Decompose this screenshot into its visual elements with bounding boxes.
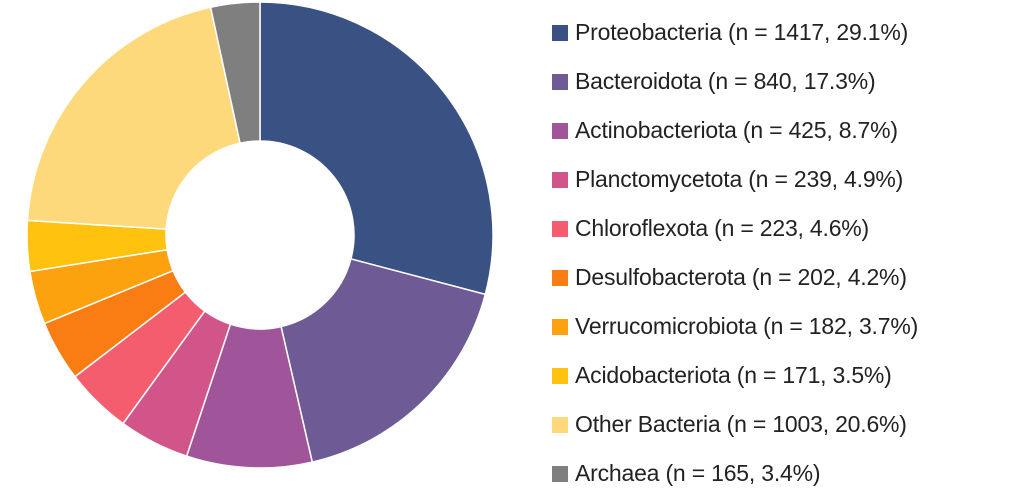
legend-label: Verrucomicrobiota (n = 182, 3.7%) <box>575 313 919 339</box>
legend-label: Chloroflexota (n = 223, 4.6%) <box>575 215 870 241</box>
slice-8 <box>26 6 241 230</box>
legend-item-1: Bacteroidota (n = 840, 17.3%) <box>552 57 918 106</box>
legend-item-5: Desulfobacterota (n = 202, 4.2%) <box>552 253 918 302</box>
legend-swatch <box>552 269 568 286</box>
legend: Proteobacteria (n = 1417, 29.1%) Bacteroi… <box>552 8 918 498</box>
legend-swatch <box>552 122 568 139</box>
legend-swatch <box>552 220 568 237</box>
legend-swatch <box>552 24 568 41</box>
legend-label: Other Bacteria (n = 1003, 20.6%) <box>575 411 907 437</box>
legend-label: Archaea (n = 165, 3.4%) <box>575 460 821 486</box>
legend-item-4: Chloroflexota (n = 223, 4.6%) <box>552 204 918 253</box>
legend-swatch <box>552 171 568 188</box>
legend-item-6: Verrucomicrobiota (n = 182, 3.7%) <box>552 302 918 351</box>
legend-swatch <box>552 73 568 90</box>
slice-0 <box>259 1 494 296</box>
legend-item-9: Archaea (n = 165, 3.4%) <box>552 449 918 498</box>
legend-label: Acidobacteriota (n = 171, 3.5%) <box>575 362 892 388</box>
legend-label: Actinobacteriota (n = 425, 8.7%) <box>575 117 898 143</box>
legend-swatch <box>552 367 568 384</box>
legend-label: Bacteroidota (n = 840, 17.3%) <box>575 68 876 94</box>
chart: Proteobacteria (n = 1417, 29.1%) Bacteroi… <box>26 1 918 486</box>
slice-9 <box>209 1 261 145</box>
donut-chart <box>26 1 494 469</box>
legend-label: Proteobacteria (n = 1417, 29.1%) <box>575 19 909 45</box>
legend-item-8: Other Bacteria (n = 1003, 20.6%) <box>552 400 918 449</box>
legend-item-3: Planctomycetota (n = 239, 4.9%) <box>552 155 918 204</box>
legend-label: Planctomycetota (n = 239, 4.9%) <box>575 166 904 192</box>
slice-1 <box>280 258 487 463</box>
legend-item-7: Acidobacteriota (n = 171, 3.5%) <box>552 351 918 400</box>
legend-label: Desulfobacterota (n = 202, 4.2%) <box>575 264 907 290</box>
legend-swatch <box>552 465 568 482</box>
legend-swatch <box>552 318 568 335</box>
legend-item-0: Proteobacteria (n = 1417, 29.1%) <box>552 8 918 57</box>
legend-item-2: Actinobacteriota (n = 425, 8.7%) <box>552 106 918 155</box>
legend-swatch <box>552 416 568 433</box>
